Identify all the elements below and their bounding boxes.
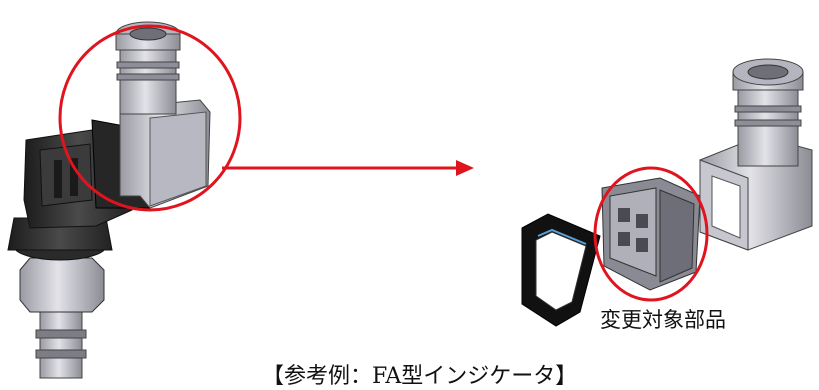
figure-caption: 【参考例：FA型インジケータ】 bbox=[262, 364, 578, 389]
exploded-view bbox=[521, 58, 813, 327]
highlight-circle-right bbox=[593, 166, 709, 302]
diagram-canvas bbox=[7, 21, 813, 379]
arrow bbox=[222, 160, 474, 176]
assembled-indicator bbox=[7, 21, 211, 379]
gasket-frame bbox=[521, 213, 601, 327]
highlight-circle-left bbox=[58, 24, 242, 212]
connector-part bbox=[601, 177, 701, 291]
changed-part-label: 変更対象部品 bbox=[600, 308, 726, 332]
